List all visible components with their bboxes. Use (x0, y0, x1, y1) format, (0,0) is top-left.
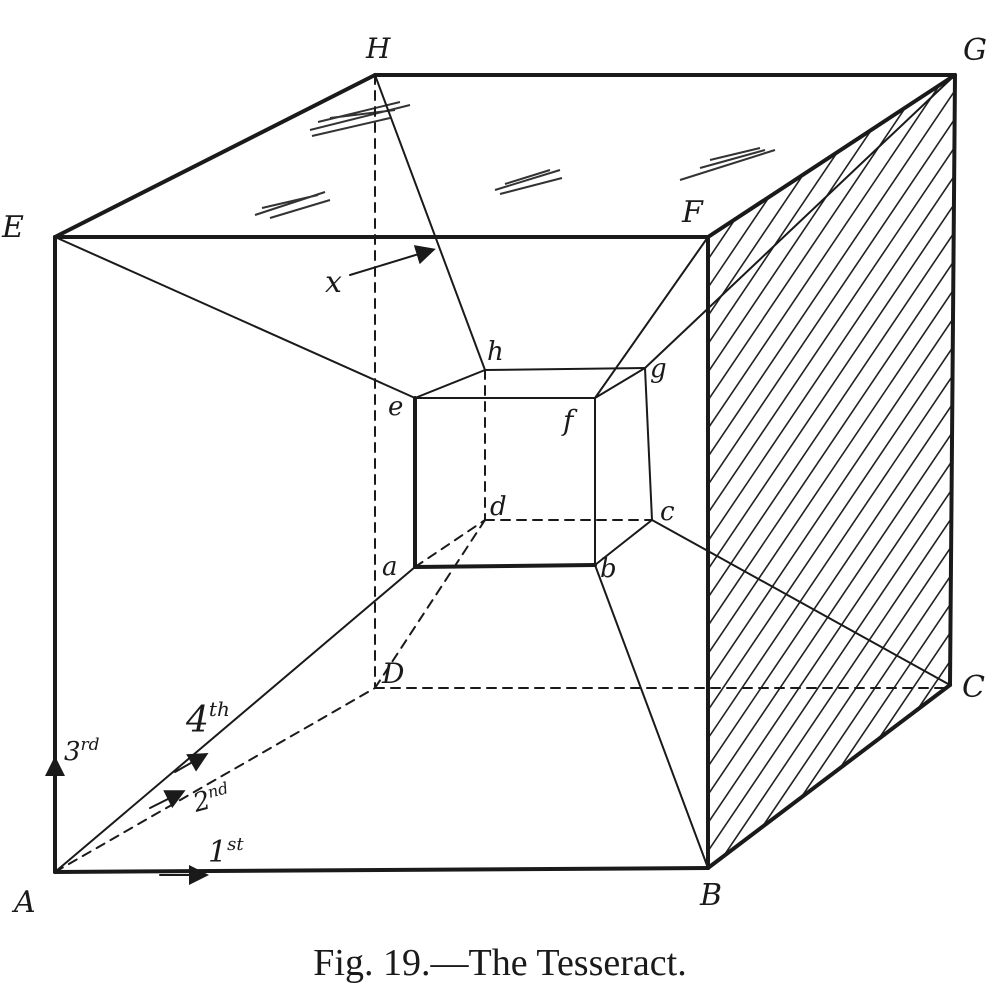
hatch-line (750, 75, 955, 868)
hatch-line (708, 75, 838, 868)
hatch-line (708, 75, 955, 868)
hatch-line (788, 75, 955, 868)
hatch-line (708, 75, 955, 868)
direction-label-2nd: 2nd (189, 778, 234, 819)
connecting-edges (54, 74, 956, 873)
outer-cube (53, 73, 957, 874)
direction-arrows (45, 245, 436, 885)
hatch-line (708, 75, 955, 868)
hatch-line (769, 75, 955, 868)
hatch-line (708, 75, 781, 868)
label-A: A (11, 885, 36, 920)
hatch-line (708, 75, 955, 868)
hatch-line (708, 75, 895, 868)
figure-caption: Fig. 19.—The Tesseract. (313, 942, 686, 984)
label-b: b (600, 554, 617, 584)
label-E: E (1, 210, 24, 245)
label-a: a (382, 552, 398, 582)
direction-labels: 1st 2nd 3rd 4th (64, 697, 244, 870)
hatch-line (708, 75, 857, 868)
hatch-line (708, 75, 955, 868)
hatch-line (708, 75, 955, 868)
hatch-line (708, 75, 819, 868)
hatch-line (708, 75, 955, 868)
label-D: D (381, 657, 404, 690)
label-C: C (962, 670, 985, 705)
label-d: d (490, 492, 507, 522)
hatch-line (921, 75, 955, 868)
hatch-line (708, 75, 933, 868)
hatch-line (708, 75, 955, 868)
top-face-shading (254, 101, 776, 219)
label-G: G (963, 33, 987, 68)
hatch-line (708, 75, 955, 868)
label-F: F (681, 195, 704, 230)
hatch-line (708, 75, 955, 868)
hatch-line (712, 75, 955, 868)
label-g: g (650, 354, 667, 384)
hatch-line (864, 75, 955, 868)
direction-label-4th: 4th (185, 697, 230, 741)
hatch-line (708, 75, 955, 868)
hatch-line (708, 75, 955, 868)
direction-label-1st: 1st (208, 834, 244, 870)
inner-vertex-labels: a b c d e f g h x (325, 265, 675, 584)
outer-vertex-labels: A B C D E F G H (1, 32, 987, 920)
hatch-line (708, 75, 955, 868)
hatch-line (708, 75, 952, 868)
hatch-line (708, 75, 955, 868)
hatch-line (708, 75, 955, 868)
hatch-line (731, 75, 955, 868)
label-h: h (487, 337, 504, 367)
hatch-line (708, 75, 955, 868)
hatch-line (826, 75, 955, 868)
shaded-side-face (708, 75, 955, 868)
hidden-edges (54, 74, 951, 873)
hatch-line (708, 75, 914, 868)
label-H: H (365, 32, 391, 65)
direction-label-3rd: 3rd (64, 735, 100, 767)
label-c: c (660, 497, 675, 527)
hatch-line (708, 75, 955, 868)
label-B: B (699, 878, 722, 913)
label-f: f (561, 404, 578, 437)
inner-cube (413, 367, 653, 569)
label-x: x (325, 265, 342, 300)
label-e: e (388, 392, 403, 422)
hatch-line (708, 75, 876, 868)
